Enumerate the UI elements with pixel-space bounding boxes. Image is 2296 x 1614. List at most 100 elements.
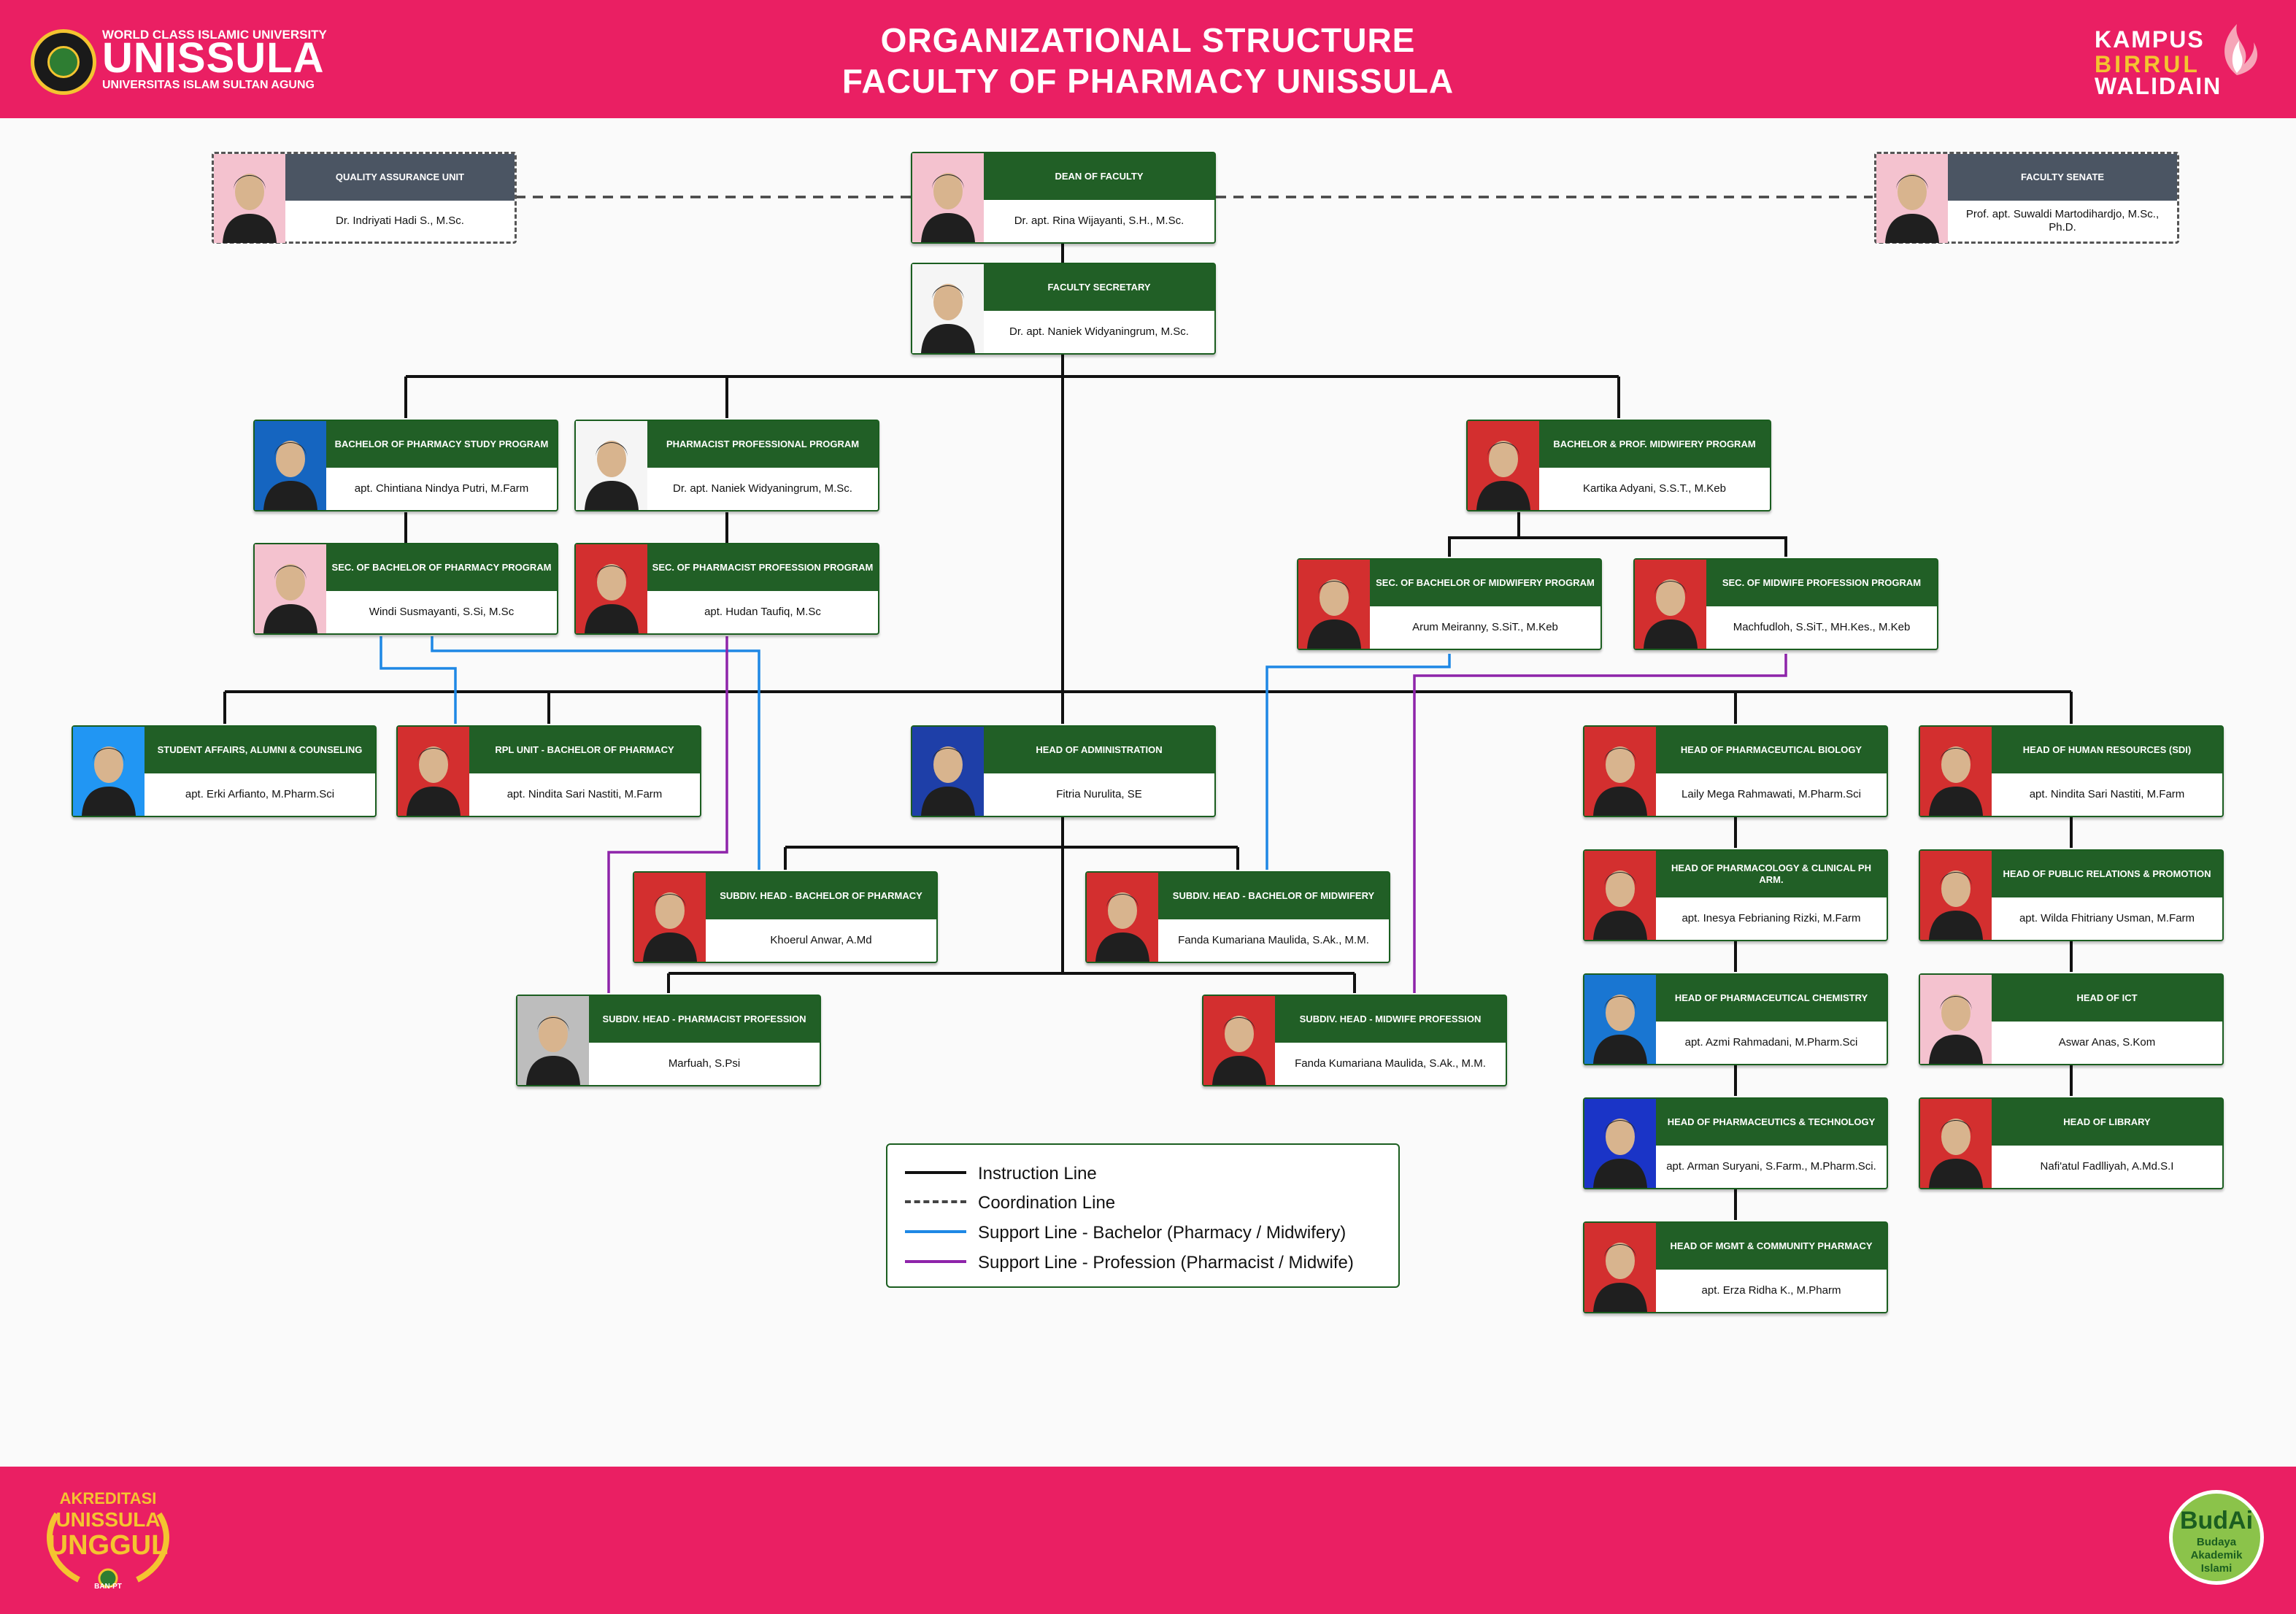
card-role-title: SEC. OF BACHELOR OF PHARMACY PROGRAM xyxy=(326,544,557,591)
org-card-senate: FACULTY SENATE Prof. apt. Suwaldi Martodi… xyxy=(1874,152,2179,244)
card-person-name: Windi Susmayanti, S.Si, M.Sc xyxy=(369,606,515,618)
page-title-line2: FACULTY OF PHARMACY UNISSULA xyxy=(841,62,1455,100)
card-role-title: FACULTY SENATE xyxy=(1948,154,2177,201)
person-photo-icon xyxy=(1584,1223,1656,1312)
org-card-sbp: SEC. OF BACHELOR OF PHARMACY PROGRAM Wind… xyxy=(253,543,558,635)
card-role-title: SEC. OF BACHELOR OF MIDWIFERY PROGRAM xyxy=(1370,560,1600,606)
card-person-name: Dr. apt. Naniek Widyaningrum, M.Sc. xyxy=(673,482,852,495)
connector-lines xyxy=(223,196,2073,1220)
legend-swatch xyxy=(905,1260,966,1263)
person-photo-icon xyxy=(1087,873,1158,962)
card-person-name: apt. Wilda Fhitriany Usman, M.Farm xyxy=(2019,912,2195,924)
person-photo-icon xyxy=(1920,851,1992,940)
person-photo-icon xyxy=(1584,727,1656,816)
unissula-emblem-icon xyxy=(31,29,96,95)
card-person-name: Marfuah, S.Psi xyxy=(668,1057,741,1070)
card-person-name: Prof. apt. Suwaldi Martodihardjo, M.Sc.,… xyxy=(1965,208,2160,233)
card-role-title: HEAD OF ADMINISTRATION xyxy=(984,727,1214,773)
org-card-pt: HEAD OF PHARMACEUTICS & TECHNOLOGY apt. A… xyxy=(1583,1097,1888,1189)
card-role-title: FACULTY SECRETARY xyxy=(984,264,1214,311)
card-role-title: BACHELOR & PROF. MIDWIFERY PROGRAM xyxy=(1539,421,1770,468)
card-role-title: HEAD OF PHARMACEUTICS & TECHNOLOGY xyxy=(1656,1099,1887,1146)
legend-box: Instruction Line Coordination Line Suppo… xyxy=(886,1143,1400,1288)
budai-text-2: Budaya xyxy=(2196,1536,2237,1548)
accreditation-text-1: AKREDITASI xyxy=(59,1489,157,1507)
person-photo-icon xyxy=(634,873,706,962)
budai-badge: BudAi Budaya Akademik Islami xyxy=(2169,1490,2264,1585)
card-person-name: Laily Mega Rahmawati, M.Pharm.Sci xyxy=(1681,788,1861,800)
person-photo-icon xyxy=(398,727,469,816)
org-card-lib: HEAD OF LIBRARY Nafi'atul Fadlliyah, A.Md… xyxy=(1919,1097,2224,1189)
person-photo-icon xyxy=(912,153,984,242)
card-role-title: HEAD OF MGMT & COMMUNITY PHARMACY xyxy=(1656,1223,1887,1270)
person-photo-icon xyxy=(1920,975,1992,1064)
card-role-title: HEAD OF PHARMACOLOGY & CLINICAL PH ARM. xyxy=(1656,851,1887,897)
kampus-logo-text-3: WALIDAIN xyxy=(2095,73,2222,99)
kampus-logo-text-1: KAMPUS xyxy=(2095,26,2205,53)
person-photo-icon xyxy=(1920,727,1992,816)
accreditation-text-3: UNGGUL xyxy=(47,1530,169,1561)
legend-label: Support Line - Profession (Pharmacist / … xyxy=(978,1253,1354,1273)
university-full-name: UNIVERSITAS ISLAM SULTAN AGUNG xyxy=(102,79,315,91)
accreditation-badge: AKREDITASI UNISSULA UNGGUL BAN-PT xyxy=(35,1485,181,1594)
person-photo-icon xyxy=(912,264,984,353)
card-person-name: Khoerul Anwar, A.Md xyxy=(770,934,872,946)
card-role-title: HEAD OF LIBRARY xyxy=(1992,1099,2222,1146)
card-person-name: Arum Meiranny, S.SiT., M.Keb xyxy=(1412,621,1558,633)
legend-swatch xyxy=(905,1200,966,1203)
budai-text-3: Akademik xyxy=(2190,1549,2243,1561)
card-role-title: HEAD OF PUBLIC RELATIONS & PROMOTION xyxy=(1992,851,2222,897)
org-card-ict: HEAD OF ICT Aswar Anas, S.Kom xyxy=(1919,973,2224,1065)
kampus-flame-icon xyxy=(2224,24,2258,75)
footer-banner xyxy=(0,1467,2296,1614)
org-card-sbm: SEC. OF BACHELOR OF MIDWIFERY PROGRAM Aru… xyxy=(1297,558,1602,650)
card-person-name: apt. Inesya Febrianing Rizki, M.Farm xyxy=(1681,912,1861,924)
card-person-name: apt. Chintiana Nindya Putri, M.Farm xyxy=(354,482,529,495)
card-person-name: apt. Nindita Sari Nastiti, M.Farm xyxy=(2029,788,2185,800)
person-photo-icon xyxy=(255,544,326,633)
org-card-pcp: HEAD OF PHARMACOLOGY & CLINICAL PH ARM. a… xyxy=(1583,849,1888,941)
card-person-name: Dr. Indriyati Hadi S., M.Sc. xyxy=(336,215,464,227)
legend-label: Instruction Line xyxy=(978,1164,1097,1184)
org-card-prp: HEAD OF PUBLIC RELATIONS & PROMOTION apt.… xyxy=(1919,849,2224,941)
person-photo-icon xyxy=(1203,996,1275,1085)
person-photo-icon xyxy=(255,421,326,510)
card-person-name: Nafi'atul Fadlliyah, A.Md.S.I xyxy=(2040,1160,2174,1173)
org-card-shpp: SUBDIV. HEAD - PHARMACIST PROFESSION Marf… xyxy=(516,995,821,1086)
person-photo-icon xyxy=(576,421,647,510)
accreditation-text-2: UNISSULA xyxy=(55,1508,161,1531)
university-tagline: WORLD CLASS ISLAMIC UNIVERSITY xyxy=(102,28,327,42)
card-role-title: HEAD OF ICT xyxy=(1992,975,2222,1022)
budai-text-4: Islami xyxy=(2200,1562,2233,1575)
legend-item-support-bachelor: Support Line - Bachelor (Pharmacy / Midw… xyxy=(905,1217,1387,1246)
card-person-name: apt. Azmi Rahmadani, M.Pharm.Sci xyxy=(1684,1036,1858,1049)
person-photo-icon xyxy=(1298,560,1370,649)
card-person-name: Aswar Anas, S.Kom xyxy=(2058,1036,2156,1049)
card-person-name: Dr. apt. Naniek Widyaningrum, M.Sc. xyxy=(1009,325,1189,338)
legend-item-instruction: Instruction Line xyxy=(905,1158,1387,1187)
card-person-name: apt. Nindita Sari Nastiti, M.Farm xyxy=(506,788,663,800)
card-person-name: Machfudloh, S.SiT., MH.Kes., M.Keb xyxy=(1733,621,1911,633)
org-card-sec: FACULTY SECRETARY Dr. apt. Naniek Widyani… xyxy=(911,263,1216,355)
card-role-title: SUBDIV. HEAD - PHARMACIST PROFESSION xyxy=(589,996,820,1043)
card-person-name: apt. Arman Suryani, S.Farm., M.Pharm.Sci… xyxy=(1666,1160,1876,1173)
person-photo-icon xyxy=(1635,560,1706,649)
card-role-title: RPL UNIT - BACHELOR OF PHARMACY xyxy=(469,727,700,773)
card-role-title: DEAN OF FACULTY xyxy=(984,153,1214,200)
org-card-hr: HEAD OF HUMAN RESOURCES (SDI)apt. Nindit… xyxy=(1919,725,2224,817)
legend-label: Coordination Line xyxy=(978,1193,1116,1213)
support-bachelor-lines xyxy=(380,636,1451,870)
card-role-title: HEAD OF PHARMACEUTICAL CHEMISTRY xyxy=(1656,975,1887,1022)
laurel-wreath-icon xyxy=(47,1512,169,1588)
person-photo-icon xyxy=(576,544,647,633)
legend-swatch xyxy=(905,1171,966,1174)
